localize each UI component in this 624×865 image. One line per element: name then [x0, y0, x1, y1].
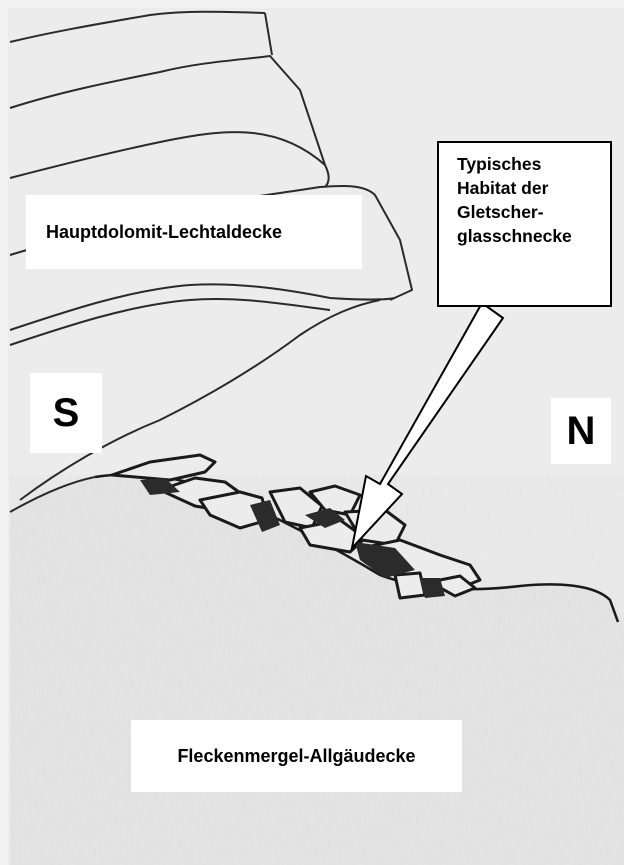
label-lower-unit: Fleckenmergel-Allgäudecke: [131, 720, 462, 792]
callout-line: Habitat der: [457, 176, 600, 200]
label-south: S: [30, 373, 102, 453]
label-upper-unit: Hauptdolomit-Lechtaldecke: [26, 195, 362, 269]
label-north: N: [551, 398, 611, 464]
callout-line: glasschnecke: [457, 224, 600, 248]
callout-line: Typisches: [457, 152, 600, 176]
callout-line: Gletscher-: [457, 200, 600, 224]
habitat-callout-box: Typisches Habitat der Gletscher- glassch…: [437, 141, 612, 307]
